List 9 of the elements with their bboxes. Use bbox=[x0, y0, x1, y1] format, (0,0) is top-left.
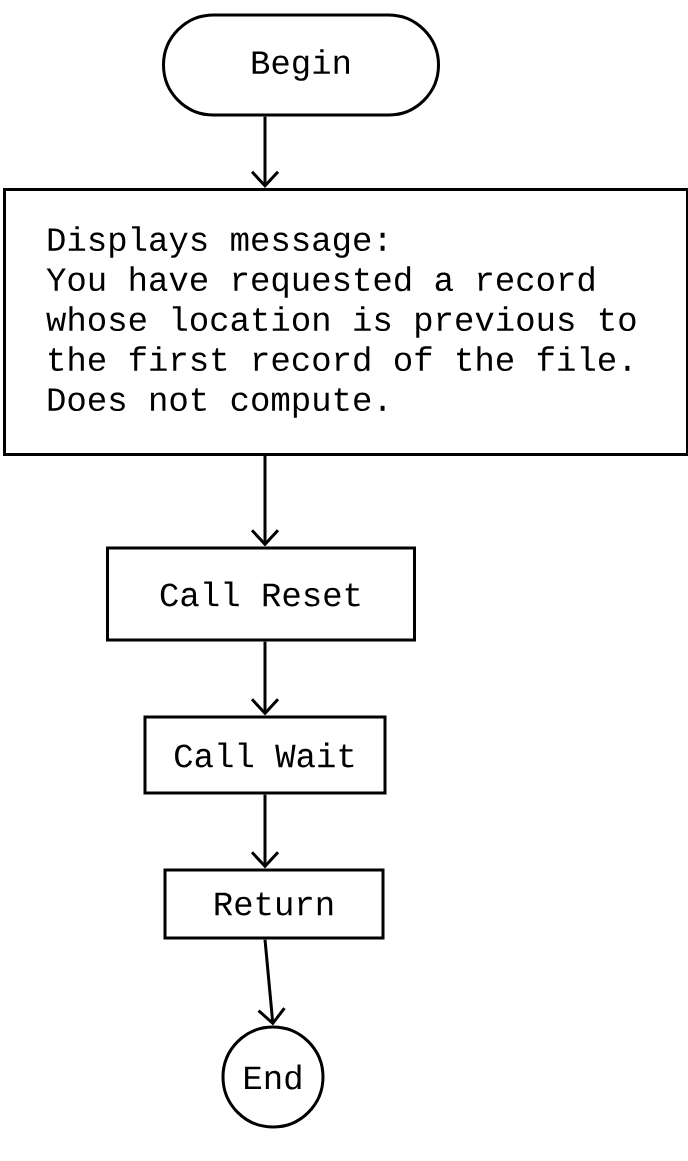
arrow bbox=[250, 641, 280, 716]
process-box: Call Reset bbox=[106, 546, 416, 642]
arrow bbox=[257, 939, 286, 1026]
process-box: Call Wait bbox=[143, 715, 387, 795]
process-box: Return bbox=[163, 868, 385, 940]
arrow bbox=[250, 794, 280, 869]
process-box: Displays message: You have requested a record whose location is previous to the first record of the file. Does not compute. bbox=[3, 188, 688, 456]
arrow bbox=[250, 116, 280, 188]
arrow bbox=[250, 456, 280, 547]
